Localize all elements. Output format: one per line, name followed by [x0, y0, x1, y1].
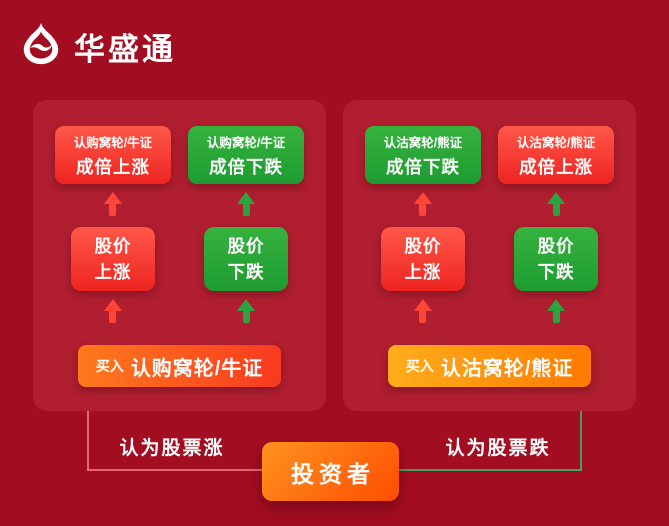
outcome-box-put-rise: 认沽窝轮/熊证 成倍上涨 [498, 126, 615, 184]
outcome-line1: 认沽窝轮/熊证 [516, 135, 596, 150]
action-label: 认购窝轮/牛证 [130, 357, 264, 380]
connector-line-left-horizontal [87, 469, 262, 471]
outcome-line1: 认购窝轮/牛证 [73, 135, 153, 150]
up-arrow-icon [413, 299, 432, 326]
condition-line1: 股价 [537, 235, 575, 256]
up-arrow-icon [237, 192, 256, 219]
brand-name: 华盛通 [74, 32, 176, 67]
condition-line1: 股价 [94, 235, 132, 256]
condition-box-price-down: 股价 下跌 [514, 227, 599, 291]
condition-line2: 下跌 [227, 262, 265, 282]
call-fall-column: 认购窝轮/牛证 成倍下跌 股价 下跌 [182, 126, 310, 334]
outcome-line1: 认沽窝轮/熊证 [383, 135, 463, 150]
outcome-box-call-fall: 认购窝轮/牛证 成倍下跌 [188, 126, 305, 184]
belief-label-rise: 认为股票涨 [119, 438, 225, 459]
call-rise-column: 认购窝轮/牛证 成倍上涨 股价 上涨 [49, 126, 177, 334]
condition-box-price-up: 股价 上涨 [380, 227, 465, 291]
panel-put-warrant: 认沽窝轮/熊证 成倍下跌 股价 上涨 认沽窝轮/熊证 成倍上涨 股价 [343, 100, 636, 411]
outcome-line2: 成倍下跌 [209, 156, 284, 177]
outcome-line2: 成倍上涨 [75, 156, 150, 177]
up-arrow-icon [103, 192, 122, 219]
condition-line2: 上涨 [94, 262, 132, 282]
condition-line1: 股价 [404, 235, 442, 256]
outcome-box-put-fall: 认沽窝轮/熊证 成倍下跌 [364, 126, 481, 184]
up-arrow-icon [237, 299, 256, 326]
condition-line2: 下跌 [537, 262, 575, 282]
put-rise-column: 认沽窝轮/熊证 成倍上涨 股价 下跌 [492, 126, 620, 334]
action-prefix: 买入 [95, 358, 124, 374]
up-arrow-icon [103, 299, 122, 326]
connector-line-left-vertical [87, 411, 89, 471]
up-arrow-icon [547, 299, 566, 326]
condition-line1: 股价 [227, 235, 265, 256]
outcome-line2: 成倍下跌 [385, 156, 460, 177]
outcome-line2: 成倍上涨 [519, 156, 594, 177]
condition-box-price-down: 股价 下跌 [204, 227, 289, 291]
condition-box-price-up: 股价 上涨 [70, 227, 155, 291]
connector-line-right-vertical [580, 411, 582, 471]
outcome-box-call-rise: 认购窝轮/牛证 成倍上涨 [54, 126, 171, 184]
brand-logo: 华盛通 [18, 22, 176, 71]
up-arrow-icon [547, 192, 566, 219]
action-label: 认沽窝轮/熊证 [440, 357, 574, 380]
action-prefix: 买入 [405, 358, 434, 374]
put-fall-column: 认沽窝轮/熊证 成倍下跌 股价 上涨 [359, 126, 487, 334]
condition-line2: 上涨 [404, 262, 442, 282]
outcome-line1: 认购窝轮/牛证 [206, 135, 286, 150]
action-box-buy-put: 买入 认沽窝轮/熊证 [387, 345, 592, 387]
action-box-buy-call: 买入 认购窝轮/牛证 [77, 345, 282, 387]
investor-box: 投资者 [262, 442, 399, 501]
flame-icon [18, 22, 64, 71]
flow-panels: 认购窝轮/牛证 成倍上涨 股价 上涨 认购窝轮/牛证 成倍下跌 股价 [33, 100, 636, 411]
connector-line-right-horizontal [399, 469, 582, 471]
belief-label-fall: 认为股票跌 [445, 438, 551, 459]
panel-call-warrant: 认购窝轮/牛证 成倍上涨 股价 上涨 认购窝轮/牛证 成倍下跌 股价 [33, 100, 326, 411]
up-arrow-icon [413, 192, 432, 219]
